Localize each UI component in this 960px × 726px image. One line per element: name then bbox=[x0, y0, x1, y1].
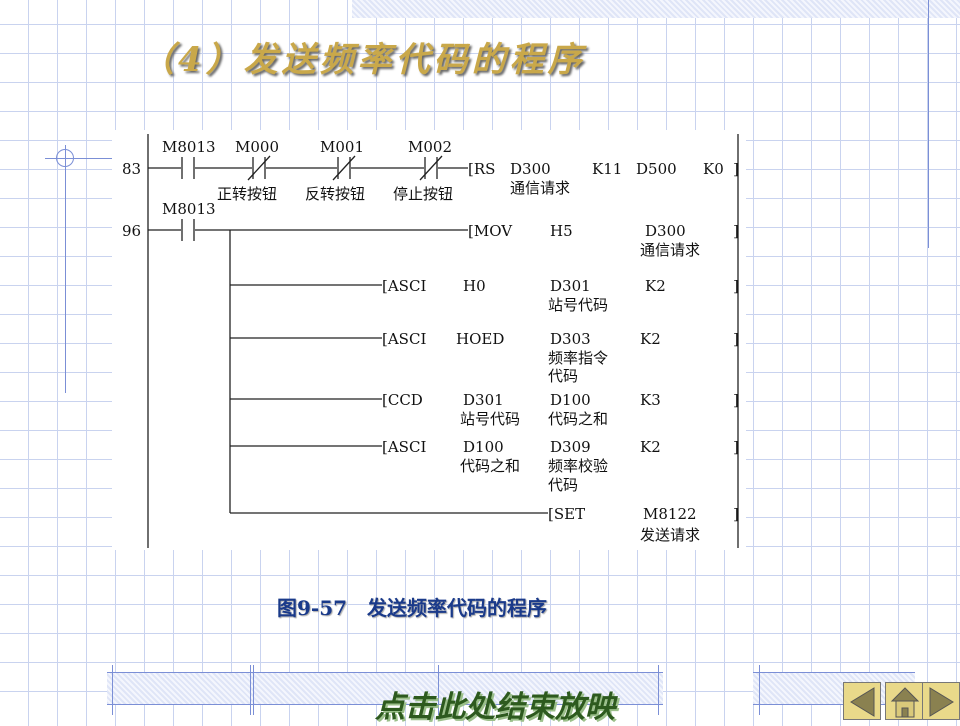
operand-label: 代码 bbox=[548, 476, 578, 494]
decor-line bbox=[250, 665, 251, 715]
instruction: [ASCI bbox=[382, 330, 426, 348]
footer-band bbox=[107, 672, 255, 705]
footer-band bbox=[253, 672, 663, 705]
operand-label: 站号代码 bbox=[460, 410, 520, 428]
step-number: 83 bbox=[122, 160, 141, 178]
contact-address: M8013 bbox=[162, 138, 216, 156]
operand-label: 代码 bbox=[548, 367, 578, 385]
operand: D100 bbox=[463, 438, 504, 456]
ladder-diagram: 83 M8013 M000 M001 M002 正转按钮 反转按钮 停止按钮 [… bbox=[112, 130, 746, 550]
operand: D301 bbox=[463, 391, 504, 409]
home-button[interactable] bbox=[885, 682, 923, 720]
decor-line bbox=[112, 665, 113, 715]
instruction: [ASCI bbox=[382, 438, 426, 456]
operand-label: 站号代码 bbox=[548, 296, 608, 314]
header-band bbox=[352, 0, 960, 18]
decor-line bbox=[928, 0, 929, 248]
operand-label: 代码之和 bbox=[548, 410, 608, 428]
operand-label: 频率指令 bbox=[548, 349, 608, 367]
next-slide-button[interactable] bbox=[922, 682, 960, 720]
contact-nc bbox=[332, 155, 356, 181]
operand: D300 bbox=[510, 160, 551, 178]
operand: D309 bbox=[550, 438, 591, 456]
decor-line bbox=[65, 145, 66, 393]
contact-label: 停止按钮 bbox=[393, 185, 453, 203]
crosshair-circle bbox=[56, 149, 74, 167]
decor-line bbox=[45, 158, 113, 159]
operand: K2 bbox=[640, 330, 661, 348]
contact-nc bbox=[247, 155, 271, 181]
figure-caption: 图9-57 发送频率代码的程序 bbox=[277, 596, 548, 620]
contact-nc bbox=[419, 155, 443, 181]
contact-no bbox=[181, 219, 195, 241]
decor-line bbox=[658, 665, 659, 715]
prev-slide-button[interactable] bbox=[843, 682, 881, 720]
operand: H5 bbox=[550, 222, 573, 240]
bracket: ] bbox=[733, 160, 739, 178]
instruction: [ASCI bbox=[382, 277, 426, 295]
operand: H0 bbox=[463, 277, 486, 295]
contact-address: M001 bbox=[320, 138, 364, 156]
instruction: [SET bbox=[548, 505, 585, 523]
step-number: 96 bbox=[122, 222, 141, 240]
instruction: [RS bbox=[468, 160, 495, 178]
contact-address: M8013 bbox=[162, 200, 216, 218]
bracket: ] bbox=[733, 277, 739, 295]
operand: K2 bbox=[640, 438, 661, 456]
contact-no bbox=[181, 157, 195, 179]
operand-label: 频率校验 bbox=[548, 457, 608, 475]
operand: K3 bbox=[640, 391, 661, 409]
home-icon bbox=[890, 687, 920, 718]
operand: D303 bbox=[550, 330, 591, 348]
bracket: ] bbox=[733, 438, 739, 456]
operand: M8122 bbox=[643, 505, 697, 523]
operand: HOED bbox=[456, 330, 504, 348]
contact-label: 反转按钮 bbox=[305, 185, 365, 203]
operand: K0 bbox=[703, 160, 724, 178]
decor-line bbox=[759, 665, 760, 715]
operand-label: 发送请求 bbox=[640, 526, 700, 544]
contact-address: M000 bbox=[235, 138, 279, 156]
instruction: [CCD bbox=[382, 391, 423, 409]
bracket: ] bbox=[733, 330, 739, 348]
operand: K11 bbox=[592, 160, 622, 178]
operand-label: 代码之和 bbox=[460, 457, 520, 475]
operand: D301 bbox=[550, 277, 591, 295]
operand: D500 bbox=[636, 160, 677, 178]
contact-address: M002 bbox=[408, 138, 452, 156]
triangle-left-icon bbox=[850, 687, 875, 717]
bracket: ] bbox=[733, 505, 739, 523]
decor-line bbox=[438, 665, 439, 715]
decor-line bbox=[253, 665, 254, 715]
operand-label: 通信请求 bbox=[510, 179, 570, 197]
operand: D300 bbox=[645, 222, 686, 240]
triangle-right-icon bbox=[929, 687, 954, 717]
bracket: ] bbox=[733, 391, 739, 409]
operand: K2 bbox=[645, 277, 666, 295]
operand: D100 bbox=[550, 391, 591, 409]
bracket: ] bbox=[733, 222, 739, 240]
end-show-link[interactable]: 点击此处结束放映 bbox=[375, 690, 615, 725]
contact-label: 正转按钮 bbox=[217, 185, 277, 203]
instruction: [MOV bbox=[468, 222, 513, 240]
slide-title: （4）发送频率代码的程序 bbox=[140, 40, 586, 80]
operand-label: 通信请求 bbox=[640, 241, 700, 259]
